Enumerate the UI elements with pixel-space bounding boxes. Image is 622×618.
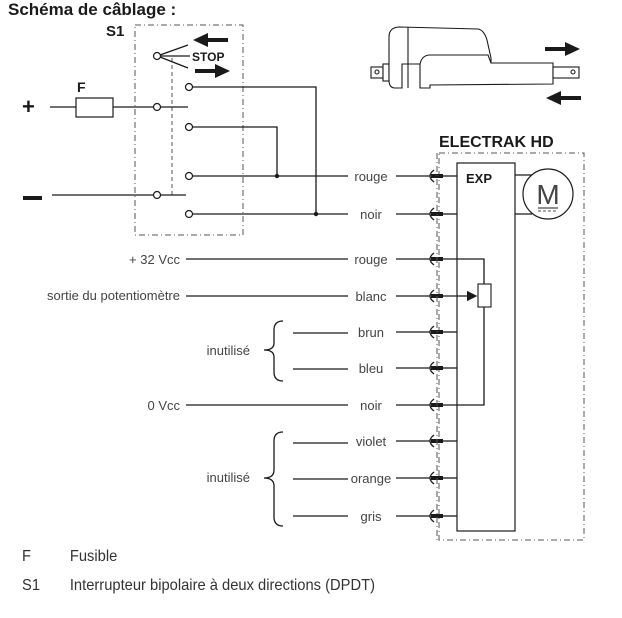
fuse-label: F: [77, 79, 86, 95]
arrow-right-icon: [195, 64, 230, 78]
wire-color-label: noir: [360, 398, 382, 413]
wire-color-label: blanc: [355, 289, 387, 304]
exp-module: [456, 162, 516, 532]
motor-icon: M: [522, 168, 574, 220]
label-0vcc: 0 Vcc: [147, 398, 180, 413]
switch-terminal: [184, 122, 194, 132]
connector-pin-icon: [429, 509, 435, 523]
connector-pin-icon: [429, 252, 435, 266]
switch-terminal: [152, 190, 162, 200]
legend-text: Interrupteur bipolaire à deux directions…: [69, 577, 376, 594]
exp-label: EXP: [466, 171, 492, 186]
connector-row: violet: [356, 434, 457, 449]
switch-box: [134, 24, 244, 236]
legend-row-switch: S1 Interrupteur bipolaire à deux directio…: [22, 577, 375, 595]
wire-color-label: brun: [358, 325, 384, 340]
connector-pin-icon: [429, 325, 435, 339]
arrow-retract-icon: [546, 91, 581, 105]
wire-color-label: noir: [360, 207, 382, 222]
wire-color-label: rouge: [354, 252, 387, 267]
potentiometer: [477, 283, 492, 308]
legend-text: Fusible: [69, 548, 118, 565]
brace: [263, 320, 284, 382]
connector-pin-icon: [429, 361, 435, 375]
plus-symbol: +: [22, 94, 35, 119]
switch-terminal: [152, 102, 162, 112]
cross-wire: [192, 126, 278, 176]
switch-terminal: [184, 82, 194, 92]
minus-symbol: [23, 196, 42, 200]
pot-wire: [440, 258, 485, 284]
connector-row: rouge: [354, 252, 443, 267]
wire-color-label: rouge: [354, 169, 387, 184]
connector-pin-icon: [429, 471, 435, 485]
switch-lever: [152, 44, 190, 69]
connector-row: orange: [351, 471, 457, 486]
switch-terminal: [184, 171, 194, 181]
connector-row: blanc: [355, 289, 443, 304]
label-32vcc: + 32 Vcc: [129, 252, 180, 267]
legend-key: F: [22, 548, 31, 565]
connector-pin-icon: [429, 169, 435, 183]
legend-key: S1: [22, 577, 41, 594]
wire-color-label: bleu: [359, 361, 384, 376]
connector-row: brun: [358, 325, 457, 340]
connector-pin-icon: [429, 289, 435, 303]
diagram-title: Schéma de câblage :: [8, 0, 176, 19]
label-pot-output: sortie du potentiomètre: [47, 288, 180, 303]
connector-row: rouge: [354, 169, 457, 184]
actuator-box: [438, 152, 585, 541]
fuse: [75, 97, 114, 118]
arrow-extend-icon: [545, 42, 580, 56]
stop-label: STOP: [192, 50, 224, 64]
legend-row-fuse: F Fusible: [22, 548, 117, 566]
connector-row: bleu: [359, 361, 457, 376]
connector-pin-icon: [429, 207, 435, 221]
cross-wire: [192, 86, 317, 214]
svg-text:M: M: [536, 179, 559, 210]
arrow-left-icon: [193, 33, 228, 47]
connector-pin-icon: [429, 434, 435, 448]
actuator-illustration: [370, 26, 580, 89]
wire-color-label: violet: [356, 434, 387, 449]
connector-row: noir: [360, 207, 457, 222]
label-unused-2: inutilisé: [207, 470, 250, 485]
switch-label: S1: [106, 23, 124, 40]
switch-terminal: [184, 209, 194, 219]
wire-color-label: orange: [351, 471, 391, 486]
connector-row: gris: [361, 509, 457, 524]
wire-color-label: gris: [361, 509, 382, 524]
actuator-title: ELECTRAK HD: [439, 134, 554, 151]
brace: [263, 431, 284, 527]
label-unused-1: inutilisé: [207, 343, 250, 358]
connector-pin-icon: [429, 398, 435, 412]
connector-row: noir: [360, 398, 443, 413]
